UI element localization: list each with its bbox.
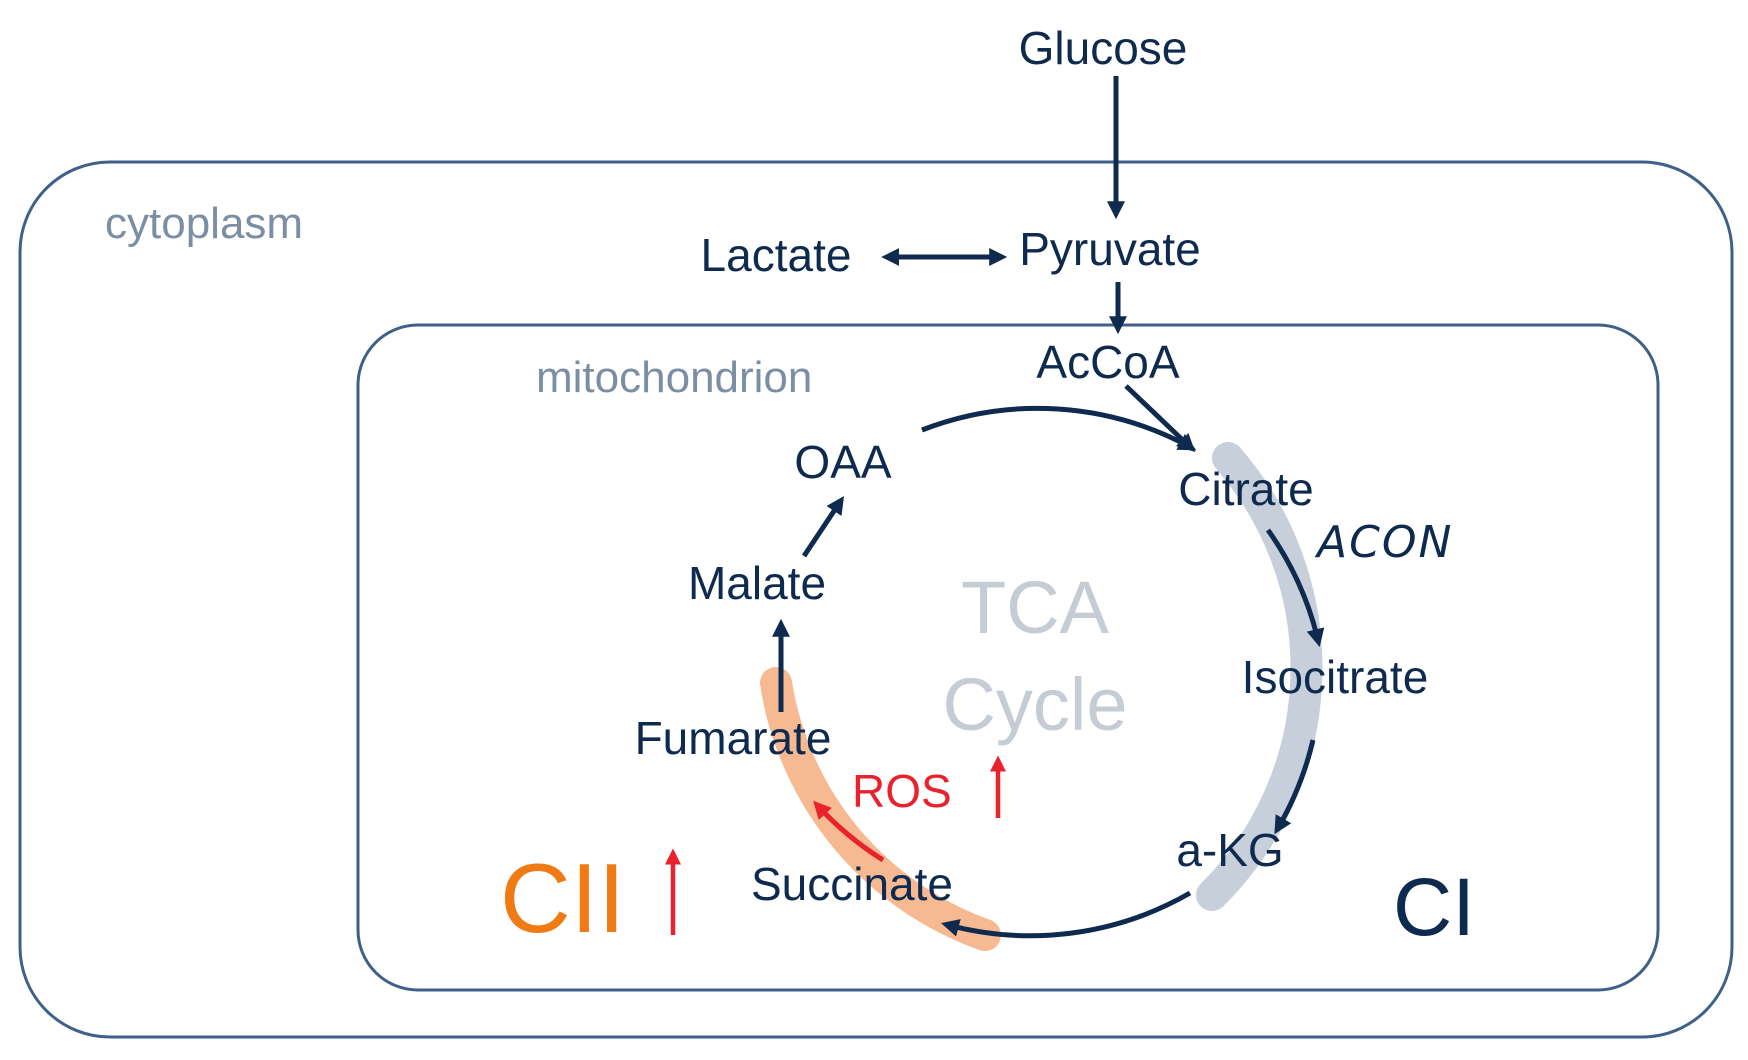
oaa-label: OAA xyxy=(794,436,891,488)
mitochondrion-box xyxy=(356,323,1660,992)
cii-highlight-band xyxy=(760,667,1001,951)
citrate-label: Citrate xyxy=(1178,463,1313,515)
succinate-label: Succinate xyxy=(751,858,953,910)
pyruvate-label: Pyruvate xyxy=(1019,223,1201,275)
akg-to-succinate-arc xyxy=(941,890,1192,939)
malate-label: Malate xyxy=(688,557,826,609)
ros-label: ROS xyxy=(852,765,952,817)
accoa-label: AcCoA xyxy=(1036,336,1179,388)
cii-label: CII xyxy=(500,843,625,953)
mitochondrion-label: mitochondrion xyxy=(536,353,812,402)
lactate-label: Lactate xyxy=(701,229,852,281)
acon-highlight-band xyxy=(1196,442,1323,911)
isocitrate-label: Isocitrate xyxy=(1242,651,1429,703)
fumarate-label: Fumarate xyxy=(635,712,832,764)
akg-label: a-KG xyxy=(1176,824,1283,876)
acon-enzyme-label: ACON xyxy=(1314,517,1453,568)
ci-label: CI xyxy=(1393,862,1475,953)
isocitrate-to-akg-arc xyxy=(1274,739,1316,835)
citrate-to-isocitrate-arc xyxy=(1265,528,1325,647)
succinate-to-fumarate-arc xyxy=(813,800,885,863)
glucose-label: Glucose xyxy=(1019,22,1188,74)
oaa-to-citrate-arc xyxy=(921,405,1197,451)
tca-label: TCA xyxy=(961,566,1110,649)
accoa-to-citrate-arrow xyxy=(1124,384,1196,452)
malate-to-oaa-arrow xyxy=(801,496,844,558)
cycle-label: Cycle xyxy=(942,663,1127,746)
cytoplasm-label: cytoplasm xyxy=(105,199,303,248)
cytoplasm-box xyxy=(18,160,1734,1039)
